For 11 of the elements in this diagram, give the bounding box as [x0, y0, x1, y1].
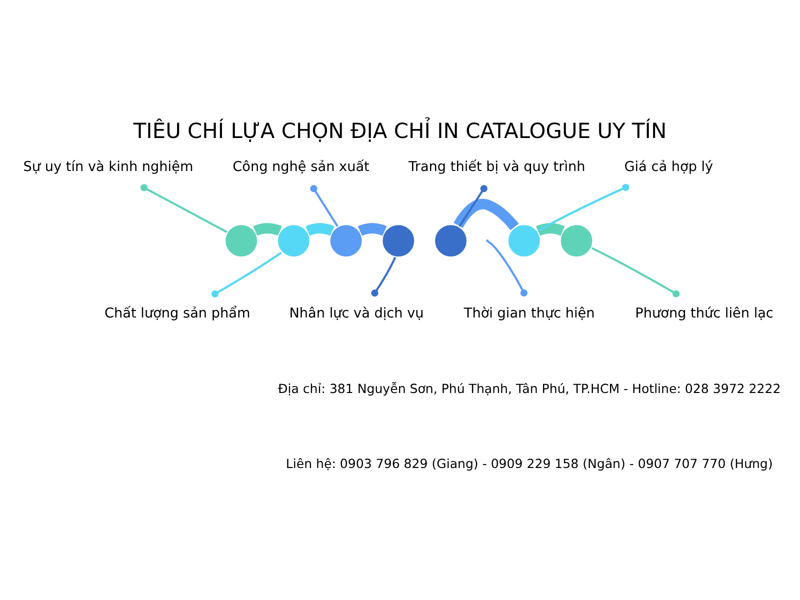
- node-text: Công nghệ sản xuất: [232, 158, 370, 175]
- node-text: Trang thiết bị và quy trình: [408, 158, 586, 175]
- node-text: Nhân lực và dịch vụ: [289, 305, 424, 322]
- node-text: Chất lượng sản phẩm: [104, 305, 250, 322]
- node-text: Giá cả hợp lý: [624, 158, 714, 175]
- label: Địa chỉ: 381 Nguyễn Sơn, Phú Thạnh, Tân Phú, TP.HCM - Hotline: 028 3972 2222: [278, 380, 781, 396]
- node-text: Phương thức liên lạc: [635, 305, 774, 322]
- node-text: Sự uy tín và kinh nghiệm: [23, 158, 194, 175]
- node-text: Thời gian thực hiện: [464, 305, 595, 322]
- label: Liên hệ: 0903 796 829 (Giang) - 0909 229 158 (Ngân) - 0907 707 770 (Hưng): [286, 456, 773, 471]
- diagram-title: TIÊU CHÍ LỰA CHỌN ĐỊA CHỈ IN CATALOGUE UY TÍN: [133, 118, 667, 143]
